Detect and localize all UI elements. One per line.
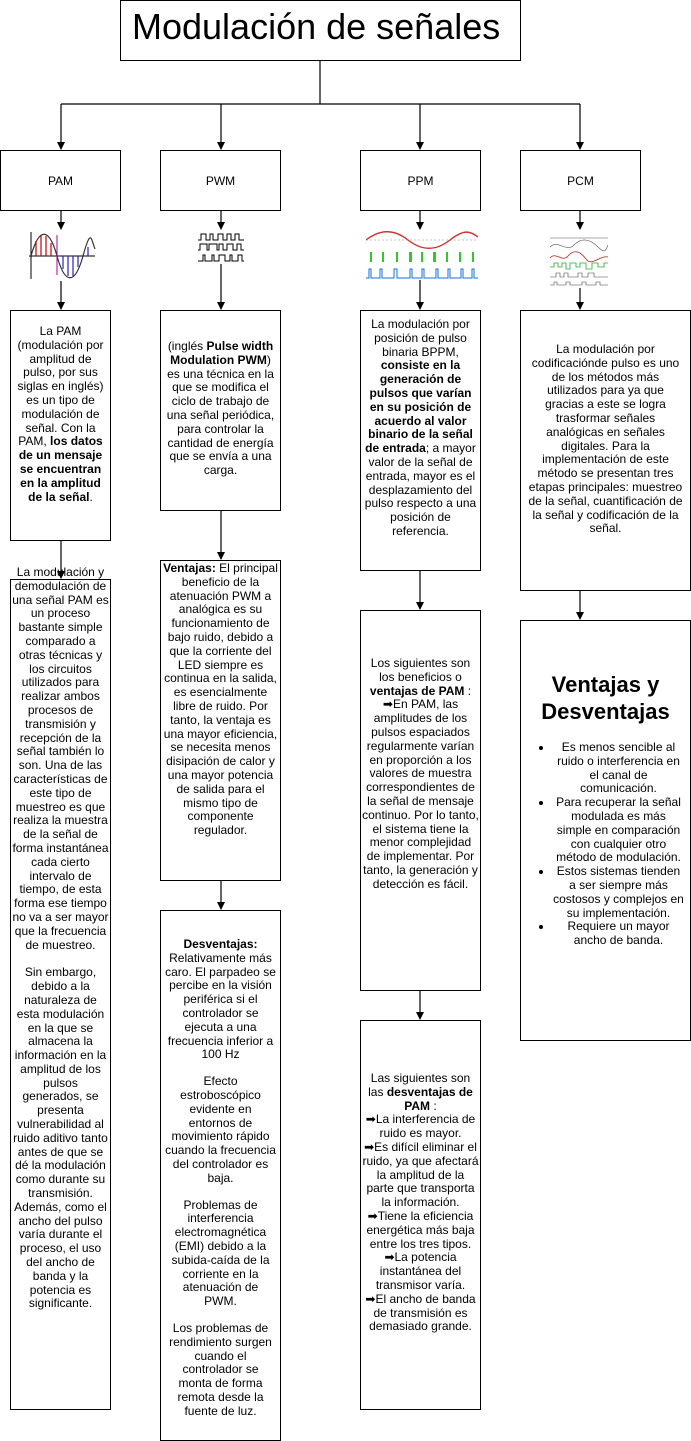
ppm-disadvantages-intro: Las siguientes son las [368, 1071, 471, 1099]
pcm-item-4: Requiere un mayor ancho de banda. [553, 920, 684, 948]
ppm-disadvantage-1: ➡La interferencia de ruido es mayor. [365, 1112, 476, 1141]
pcm-list: Es menos sencible al ruido o interferenc… [523, 740, 688, 948]
pam-details-para-1: La modulación y demodulación de una seña… [12, 565, 109, 952]
ppm-advantages-label: ventajas de PAM [369, 683, 465, 698]
pwm-disadvantage-1: Relativamente más caro. El parpadeo se p… [165, 950, 276, 1062]
pwm-disadvantages-label: Desventajas: [183, 937, 258, 951]
ppm-desc-bold: consiste en la generación de pulsos que … [365, 358, 473, 456]
pwm-waveform-icon [197, 232, 245, 264]
ppm-waveform-icon [366, 231, 478, 279]
pam-details-para-2: Sin embargo, debido a la naturaleza de e… [13, 965, 108, 1311]
ppm-header: PPM [360, 150, 481, 211]
ppm-advantages-intro: Los siguientes son los beneficios o [370, 656, 471, 684]
pam-header: PAM [0, 150, 121, 211]
page-title: Modulación de señales [120, 0, 521, 61]
pcm-waveform-icon [548, 233, 610, 288]
ppm-disadvantage-4: ➡La potencia instantánea del transmisor … [375, 1250, 466, 1292]
pwm-advantages: Ventajas: El principal beneficio de la a… [160, 560, 281, 881]
ppm-disadvantages-colon: : [430, 1098, 437, 1113]
pwm-disadvantage-4: Los problemas de rendimiento surgen cuan… [169, 1320, 272, 1418]
ppm-desc-end: ; a mayor valor de la señal de entrada, … [364, 441, 477, 538]
ppm-description: La modulación por posición de pulso bina… [360, 310, 481, 571]
pcm-item-3: Estos sistemas tienden a ser siempre más… [553, 864, 684, 920]
pwm-header: PWM [160, 150, 281, 211]
ppm-advantages-colon: : [464, 683, 472, 698]
pam-desc-bold: los datos de un mensaje se encuentran en… [18, 434, 103, 504]
ppm-disadvantages: Las siguientes son las desventajas de PA… [360, 1020, 481, 1410]
pwm-desc-bold: Pulse width Modulation PWM [170, 339, 274, 367]
pwm-desc-text: (inglés [167, 339, 207, 353]
pcm-description: La modulación por codificaciónde pulso e… [520, 310, 691, 591]
pwm-advantages-text: El principal beneficio de la atenuación … [163, 561, 278, 838]
pwm-desc-end: ) es una técnica en la que se modifica e… [166, 352, 275, 478]
pam-desc-text: La PAM (modulación por amplitud de pulso… [17, 324, 104, 449]
pwm-description: (inglés Pulse width Modulation PWM) es u… [160, 310, 281, 511]
ppm-desc-text: La modulación por posición de pulso bina… [371, 317, 470, 359]
ppm-disadvantage-3: ➡Tiene la eficiencia energética más baja… [366, 1208, 475, 1251]
pcm-pros-cons: Ventajas y Desventajas Es menos sencible… [520, 620, 691, 1041]
pwm-disadvantage-3: Problemas de interferencia electromagnét… [171, 1197, 270, 1309]
pwm-disadvantages: Desventajas: Relativamente más caro. El … [160, 910, 281, 1441]
pcm-item-2: Para recuperar la señal modulada es más … [553, 795, 684, 865]
pcm-header: PCM [520, 150, 641, 211]
ppm-disadvantage-5: ➡El ancho de banda de transmisión es dem… [365, 1291, 476, 1334]
pwm-disadvantage-2: Efecto estroboscópico evidente en entorn… [165, 1074, 276, 1185]
ppm-advantages: Los siguientes son los beneficios o vent… [360, 610, 481, 991]
ppm-disadvantage-2: ➡Es difícil eliminar el ruido, ya que af… [362, 1139, 479, 1210]
ppm-disadvantages-label: desventajas de PAM [386, 1084, 473, 1113]
pam-details: La modulación y demodulación de una seña… [10, 565, 111, 1410]
ppm-advantages-text: ➡En PAM, las amplitudes de los pulsos es… [362, 697, 479, 891]
pwm-advantages-label: Ventajas: [163, 561, 216, 575]
pam-waveform-icon [29, 232, 96, 279]
pam-description: La PAM (modulación por amplitud de pulso… [10, 310, 111, 541]
pcm-heading: Ventajas y Desventajas [541, 672, 670, 724]
pam-desc-end: . [89, 489, 93, 504]
pcm-item-1: Es menos sencible al ruido o interferenc… [553, 740, 684, 796]
